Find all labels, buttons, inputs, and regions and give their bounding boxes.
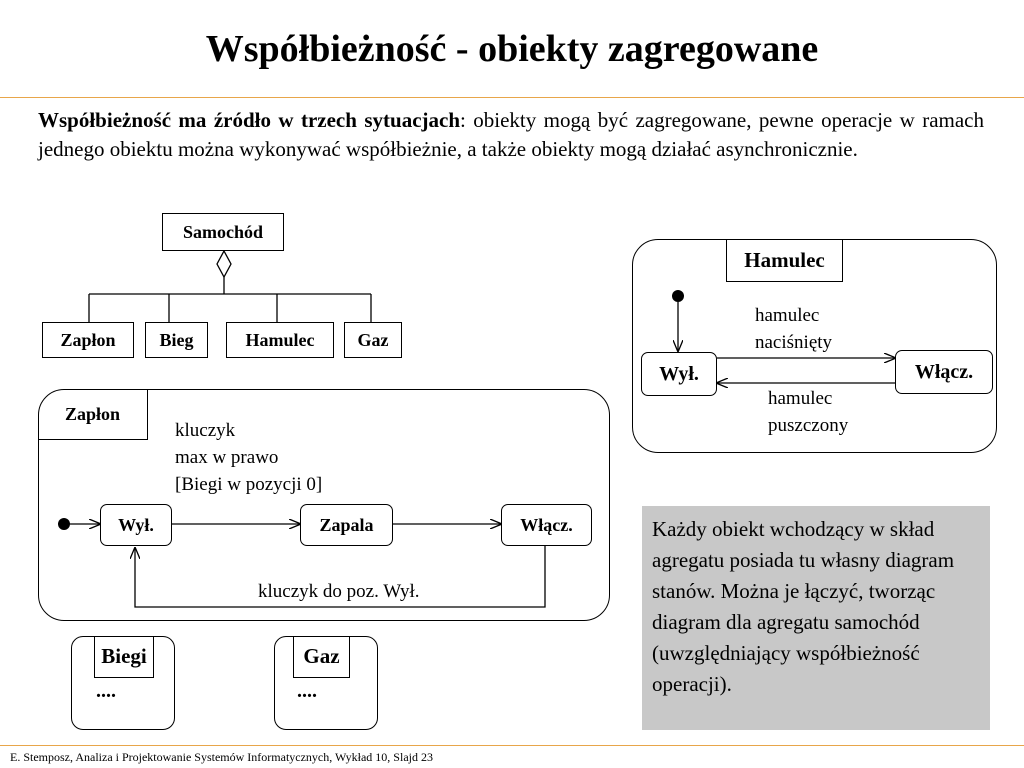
- gaz-region: [274, 636, 378, 730]
- footer-divider: [0, 745, 1024, 746]
- zaplon-state-wyl: Wył.: [100, 504, 172, 546]
- title-divider: [0, 97, 1024, 98]
- zaplon-guard-line-1: kluczyk: [175, 420, 236, 441]
- biegi-dots: ....: [96, 680, 116, 702]
- hamulec-forward-label-2: naciśnięty: [755, 332, 833, 353]
- intro-bold: Współbieżność ma źródło w trzech sytuacj…: [38, 108, 461, 132]
- zaplon-region: [38, 389, 610, 621]
- class-samochod: Samochód: [162, 213, 284, 251]
- hamulec-state-wyl: Wył.: [641, 352, 717, 396]
- zaplon-region-tab: Zapłon: [38, 389, 148, 440]
- biegi-region-tab: Biegi: [94, 636, 154, 678]
- hamulec-forward-label-1: hamulec: [755, 305, 820, 326]
- hamulec-region-tab: Hamulec: [726, 239, 843, 282]
- explanation-note: Każdy obiekt wchodzący w skład agregatu …: [642, 506, 990, 730]
- class-bieg: Bieg: [145, 322, 208, 358]
- zaplon-guard-line-2: max w prawo: [175, 447, 279, 468]
- intro-rest: : obiekty mogą być zagregowane, pewne op…: [38, 108, 985, 161]
- gaz-region-tab: Gaz: [293, 636, 350, 678]
- class-zaplon: Zapłon: [42, 322, 134, 358]
- zaplon-return-label: kluczyk do poz. Wył.: [258, 581, 420, 602]
- hamulec-state-wlacz: Włącz.: [895, 350, 993, 394]
- class-hamulec: Hamulec: [226, 322, 334, 358]
- page-title: Współbieżność - obiekty zagregowane: [205, 28, 819, 70]
- class-gaz: Gaz: [344, 322, 402, 358]
- zaplon-state-zapala: Zapala: [300, 504, 393, 546]
- hamulec-initial-state: [672, 290, 684, 302]
- hamulec-back-label-2: puszczony: [768, 415, 849, 436]
- hamulec-back-label-1: hamulec: [768, 388, 833, 409]
- zaplon-guard-line-3: [Biegi w pozycji 0]: [175, 474, 323, 495]
- intro-paragraph: Współbieżność ma źródło w trzech sytuacj…: [38, 106, 984, 164]
- biegi-region: [71, 636, 175, 730]
- footer-text: E. Stemposz, Analiza i Projektowanie Sys…: [10, 750, 433, 764]
- gaz-dots: ....: [297, 680, 317, 702]
- zaplon-state-wlacz: Włącz.: [501, 504, 592, 546]
- aggregation-diamond: [216, 249, 232, 279]
- hamulec-region: [632, 239, 997, 453]
- zaplon-initial-state: [58, 518, 70, 530]
- zaplon-transition-return: [135, 546, 546, 608]
